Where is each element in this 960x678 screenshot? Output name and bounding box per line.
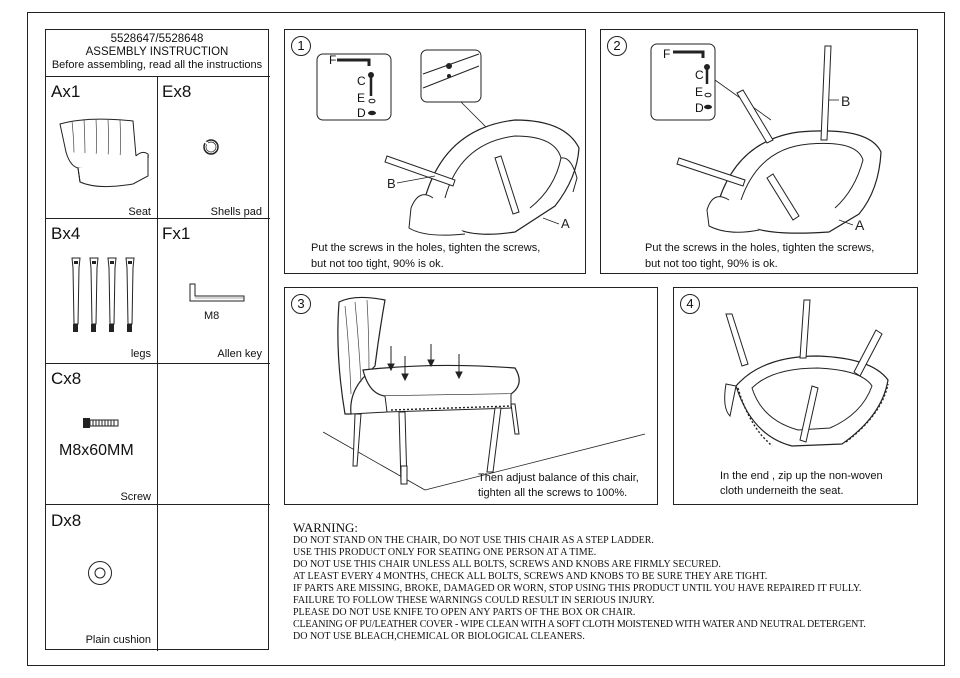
step-2-label-d: D	[695, 101, 704, 115]
step-number: 4	[680, 294, 700, 314]
step-3-caption-line2: tighten all the screws to 100%.	[478, 487, 628, 499]
step-2-caption-line1: Put the screws in the holes, tighten the…	[645, 242, 875, 254]
part-name-seat: Seat	[128, 206, 151, 218]
grid-divider	[46, 218, 270, 219]
warning-title: WARNING:	[293, 520, 358, 535]
part-code-washer: Dx8	[51, 511, 82, 530]
document-title: ASSEMBLY INSTRUCTION	[85, 46, 229, 58]
step-number: 2	[607, 36, 627, 56]
step-2-label-f: F	[663, 47, 671, 61]
step-1-label-b: B	[387, 176, 396, 191]
screw-size: M8x60MM	[59, 442, 134, 459]
part-name-legs: legs	[130, 348, 151, 360]
parts-list: 5528647/5528648 ASSEMBLY INSTRUCTION Bef…	[45, 29, 270, 651]
step-4-panel: 4 In the end , zip up the non-woven clot…	[673, 287, 918, 505]
part-code-seat: Ax1	[51, 82, 81, 101]
step-1-label-c: C	[357, 74, 366, 88]
warning-line: DO NOT STAND ON THE CHAIR, DO NOT USE TH…	[293, 535, 654, 546]
step-4-caption-line1: In the end , zip up the non-woven	[720, 470, 883, 482]
legs-icon	[70, 258, 140, 332]
step-2-label-b: B	[841, 93, 850, 109]
step-4-caption-line2: cloth underneith the seat.	[720, 485, 844, 497]
step-1-panel: 1 B A F C E D Put the screws in the hole…	[284, 29, 586, 274]
step-1-caption-line2: but not too tight, 90% is ok.	[311, 258, 444, 270]
grid-divider	[46, 76, 270, 77]
part-name-allen-key: Allen key	[217, 348, 262, 360]
grid-divider	[46, 504, 270, 505]
shell-pad-icon	[202, 138, 220, 156]
part-code-allen-key: Fx1	[162, 224, 191, 243]
step-1-label-e: E	[357, 91, 366, 105]
warning-line: DO NOT USE THIS CHAIR UNLESS ALL BOLTS, …	[293, 559, 721, 570]
step-2-label-e: E	[695, 85, 704, 99]
document-subtitle: Before assembling, read all the instruct…	[51, 59, 263, 71]
step-2-label-a: A	[855, 217, 865, 233]
warning-line: FAILURE TO FOLLOW THESE WARNINGS COULD R…	[293, 595, 655, 606]
step-number: 1	[291, 36, 311, 56]
model-number: 5528647/5528648	[110, 33, 204, 45]
part-code-screw: Cx8	[51, 369, 82, 388]
step-2-caption-line2: but not too tight, 90% is ok.	[645, 258, 778, 270]
part-name-screw: Screw	[120, 491, 151, 503]
part-name-washer: Plain cushion	[85, 634, 151, 646]
step-3-panel: 3 Then adjust balance of this chair, tig…	[284, 287, 658, 505]
step-1-label-a: A	[561, 216, 570, 231]
step-2-label-c: C	[695, 68, 704, 82]
step-2-panel: 2 B A F C E D Put the screws in the hole…	[600, 29, 918, 274]
allen-key-size: M8	[204, 310, 220, 322]
warning-line: CLEANING OF PU/LEATHER COVER - WIPE CLEA…	[293, 619, 866, 630]
grid-divider	[46, 363, 270, 364]
step-2-illustration: B A	[649, 40, 909, 240]
step-1-caption-line1: Put the screws in the holes, tighten the…	[311, 242, 541, 254]
step-number: 3	[291, 294, 311, 314]
washer-icon	[87, 560, 113, 586]
part-name-shell-pad: Shells pad	[210, 206, 262, 218]
step-3-illustration	[315, 294, 655, 494]
part-code-shell-pad: Ex8	[162, 82, 192, 101]
step-1-illustration: B A	[315, 48, 575, 238]
step-4-illustration	[722, 296, 902, 466]
seat-icon	[58, 116, 153, 198]
warning-line: USE THIS PRODUCT ONLY FOR SEATING ONE PE…	[293, 547, 597, 558]
warning-line: IF PARTS ARE MISSING, BROKE, DAMAGED OR …	[293, 583, 862, 594]
page-frame	[27, 12, 945, 666]
warning-line: PLEASE DO NOT USE KNIFE TO OPEN ANY PART…	[293, 607, 636, 618]
grid-divider	[157, 76, 158, 651]
screw-icon	[83, 418, 119, 428]
step-3-caption-line1: Then adjust balance of this chair,	[478, 472, 639, 484]
allen-key-icon	[189, 282, 245, 306]
warning-line: DO NOT USE BLEACH,CHEMICAL OR BIOLOGICAL…	[293, 631, 585, 642]
part-code-legs: Bx4	[51, 224, 81, 243]
step-1-label-f: F	[329, 53, 337, 67]
warning-line: AT LEAST EVERY 4 MONTHS, CHECK ALL BOLTS…	[293, 571, 768, 582]
step-1-label-d: D	[357, 106, 366, 120]
